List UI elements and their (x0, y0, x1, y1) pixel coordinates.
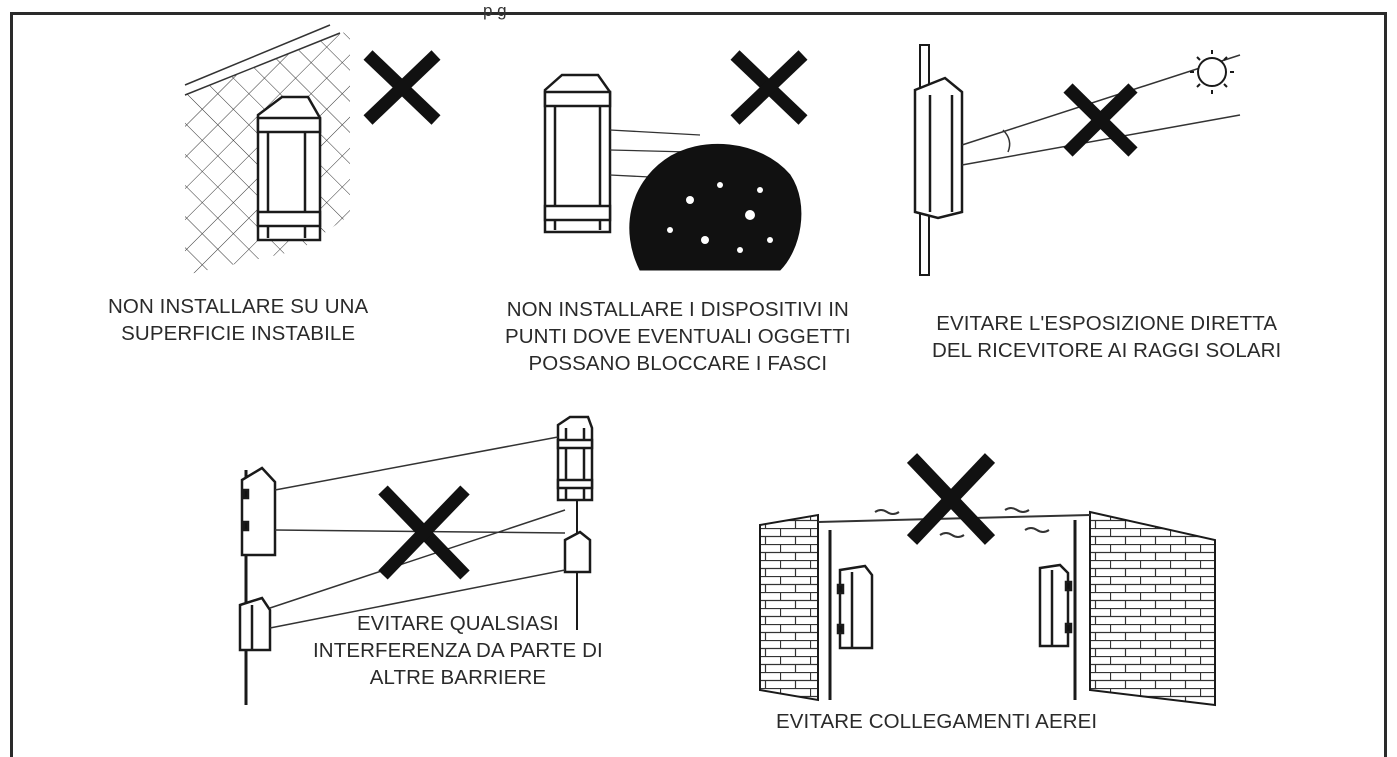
warning-caption-blocked-beams: NON INSTALLARE I DISPOSITIVI IN PUNTI DO… (505, 296, 851, 377)
sun-icon (1190, 50, 1234, 94)
left-brick-wall (759, 513, 819, 702)
panel-interference (238, 415, 594, 705)
detector-unit (238, 596, 272, 652)
right-brick-wall (1089, 510, 1216, 707)
warning-caption-aerial-connections: EVITARE COLLEGAMENTI AEREI (776, 708, 1097, 735)
caption-line: ALTRE BARRIERE (369, 666, 547, 689)
blocking-bush (629, 143, 802, 271)
page-frame: p g (10, 1, 1387, 757)
warning-caption-sunlight: EVITARE L'ESPOSIZIONE DIRETTA DEL RICEVI… (932, 310, 1281, 364)
cross-mark-icon (378, 485, 470, 580)
cross-mark-icon (1063, 83, 1138, 157)
aerial-cable (817, 507, 1091, 538)
bush-holes (667, 182, 773, 253)
caption-line: NON INSTALLARE I DISPOSITIVI IN (506, 298, 849, 321)
panel-blocked-beams (543, 50, 808, 271)
detector-unit (240, 466, 277, 557)
detector-unit (543, 73, 612, 234)
detector-unit (913, 76, 964, 220)
caption-line: EVITARE L'ESPOSIZIONE DIRETTA (936, 312, 1278, 335)
detector-unit (836, 564, 874, 650)
sunlight-angle (961, 54, 1241, 166)
caption-line: INTERFERENZA DA PARTE DI (313, 639, 603, 662)
caption-line: EVITARE QUALSIASI (357, 612, 559, 635)
panel-sunlight (913, 44, 1241, 276)
detector-unit (556, 415, 594, 502)
warning-caption-interference: EVITARE QUALSIASI INTERFERENZA DA PARTE … (313, 610, 603, 691)
detector-unit (563, 530, 592, 574)
caption-line: POSSANO BLOCCARE I FASCI (528, 352, 828, 375)
panel-aerial-connections (759, 453, 1216, 707)
top-caption: p g (483, 1, 507, 20)
detector-unit (256, 95, 322, 242)
panel-unstable-surface (184, 24, 441, 275)
caption-line: DEL RICEVITORE AI RAGGI SOLARI (932, 339, 1282, 362)
detector-unit (1038, 563, 1073, 648)
caption-line: PUNTI DOVE EVENTUALI OGGETTI (505, 325, 851, 348)
caption-line: SUPERFICIE INSTABILE (121, 322, 356, 345)
caption-line: EVITARE COLLEGAMENTI AEREI (776, 710, 1098, 733)
cross-mark-icon (906, 453, 996, 545)
warning-caption-unstable-surface: NON INSTALLARE SU UNA SUPERFICIE INSTABI… (108, 293, 368, 347)
cross-mark-icon (730, 50, 808, 125)
caption-line: NON INSTALLARE SU UNA (108, 295, 369, 318)
cross-mark-icon (363, 50, 441, 125)
